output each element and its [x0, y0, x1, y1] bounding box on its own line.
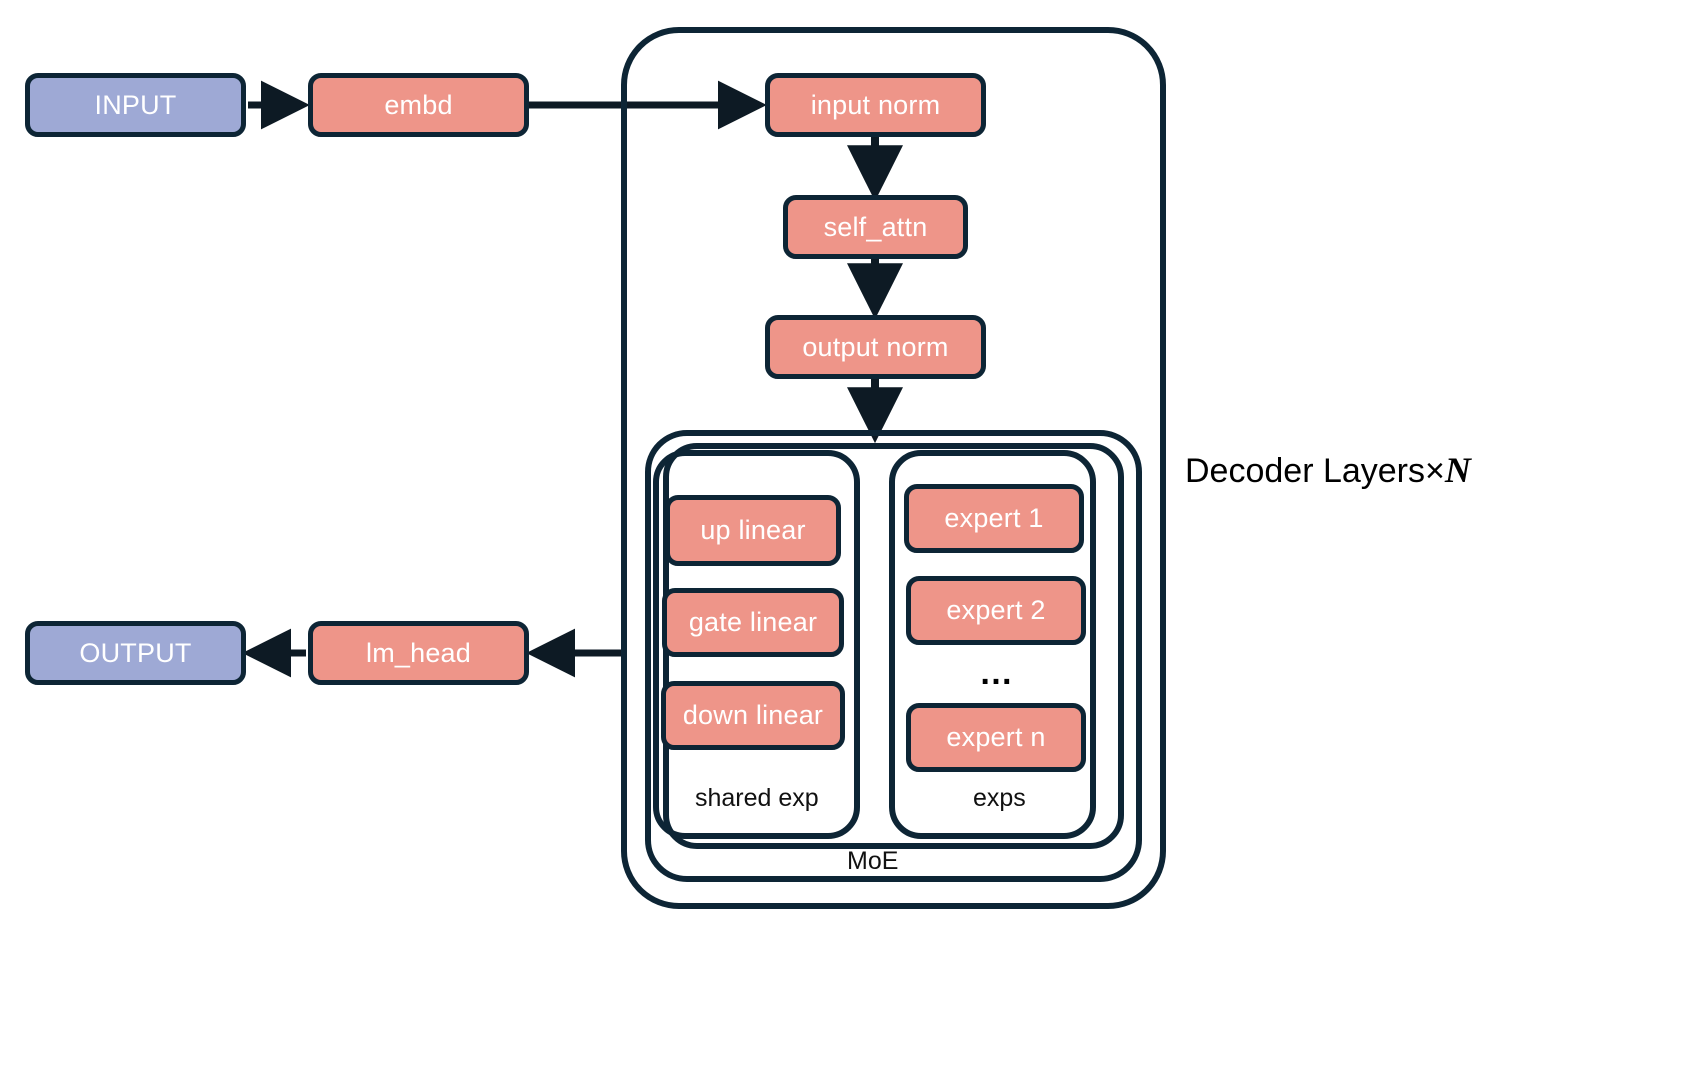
node-self-attn[interactable]: self_attn [783, 195, 968, 259]
decoder-layers-container [621, 27, 1166, 909]
node-expert-1[interactable]: expert 1 [904, 484, 1084, 553]
node-down-linear[interactable]: down linear [661, 681, 845, 750]
node-output-norm[interactable]: output norm [765, 315, 986, 379]
node-input[interactable]: INPUT [25, 73, 246, 137]
node-expert-n[interactable]: expert n [906, 703, 1086, 772]
node-output[interactable]: OUTPUT [25, 621, 246, 685]
shared-exp-group [653, 450, 860, 839]
moe-container [645, 430, 1142, 882]
node-gate-linear[interactable]: gate linear [662, 588, 844, 657]
exps-group [889, 450, 1096, 839]
shared-exp-label: shared exp [695, 784, 819, 812]
moe-label: MoE [847, 847, 899, 875]
decoder-layers-caption: Decoder Layers×N [1185, 452, 1471, 488]
node-expert-2[interactable]: expert 2 [906, 576, 1086, 645]
decoder-caption-text: Decoder Layers× [1185, 452, 1445, 490]
expert-ellipsis-label: … [979, 654, 1016, 692]
node-embd[interactable]: embd [308, 73, 529, 137]
node-lm-head[interactable]: lm_head [308, 621, 529, 685]
exps-label: exps [973, 784, 1026, 812]
node-input-norm[interactable]: input norm [765, 73, 986, 137]
node-up-linear[interactable]: up linear [665, 495, 841, 566]
decoder-caption-variable: N [1444, 450, 1471, 490]
